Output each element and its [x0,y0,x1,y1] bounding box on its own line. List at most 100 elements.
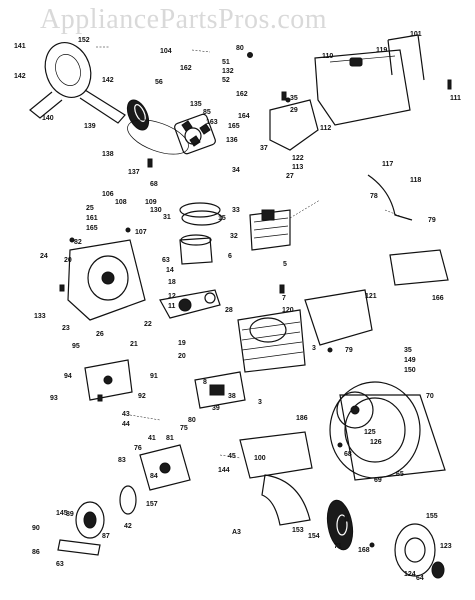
part-label: 7 [282,295,286,302]
part-label: 166 [432,295,444,302]
part-label: 122 [292,155,304,162]
part-label: 123 [440,543,452,550]
part-label: 118 [410,177,421,184]
part-label: 31 [163,214,171,221]
part-label: 51 [222,59,230,66]
crankcase [67,239,146,321]
engine-shroud [269,99,319,151]
part-label: 139 [84,123,96,130]
part-label: 12 [168,293,176,300]
part-label: 41 [148,435,156,442]
cover-plate [389,249,449,286]
part-label: 108 [115,199,127,206]
part-label: 5 [283,261,287,268]
part-label: 8 [203,379,207,386]
part-label: 35 [404,347,412,354]
part-label: 20 [64,257,72,264]
part-label: 71 [334,543,342,550]
part-label: 65 [396,471,404,478]
part-label: 145 [56,510,68,517]
part-label: 80 [188,417,196,424]
part-label: 126 [370,439,382,446]
muffler [84,359,133,401]
part-label: 83 [118,457,126,464]
part-label: 3 [258,399,262,406]
part-label: 80 [236,45,244,52]
part-label: 15 [218,215,226,222]
part-label: 84 [150,473,158,480]
part-label: 33 [232,207,240,214]
part-label: 124 [404,571,416,578]
part-label: 113 [292,164,303,171]
part-label: 37 [260,145,268,152]
part-label: 45 [228,453,236,460]
part-label: 133 [34,313,46,320]
part-label: 125 [364,429,376,436]
part-label: 92 [138,393,146,400]
part-label: 78 [370,193,378,200]
part-label: 75 [180,425,188,432]
part-label: 186 [296,415,308,422]
part-label: 21 [130,341,138,348]
fan-housing [329,381,446,481]
part-label: 91 [150,373,158,380]
part-label: 164 [238,113,250,120]
part-label: 82 [74,239,82,246]
part-label: 42 [124,523,132,530]
part-label: 162 [180,65,192,72]
part-label: 85 [203,109,211,116]
air-filter [57,485,137,556]
part-label: 29 [290,107,298,114]
recoil-starter [394,523,445,579]
part-label: 120 [282,307,294,314]
cylinder-head [249,209,291,251]
part-label: 130 [150,207,162,214]
part-label: 144 [218,467,230,474]
part-label: 89 [66,511,74,518]
part-label: 117 [382,161,393,168]
part-label: 135 [190,101,202,108]
part-label: 109 [145,199,157,206]
part-label: 76 [134,445,142,452]
part-label: 79 [345,347,353,354]
part-label: 150 [404,367,416,374]
part-label: 32 [230,233,238,240]
footer-code: A3 [232,529,241,536]
spring-ring [127,119,189,155]
part-label: 163 [206,119,218,126]
part-label: 162 [236,91,248,98]
gasket-plate [239,431,313,479]
part-label: 23 [62,325,70,332]
part-label: 90 [32,525,40,532]
intake-body [139,444,191,491]
part-label: 11 [168,303,176,310]
part-label: 155 [426,513,438,520]
part-label: 86 [32,549,40,556]
leader-lines [96,46,411,459]
part-label: 137 [128,169,140,176]
crankshaft [159,289,221,319]
part-label: 107 [135,229,147,236]
carburetor [194,371,246,409]
part-label: 154 [308,533,320,540]
part-label: 70 [426,393,434,400]
part-label: 142 [14,73,26,80]
part-label: 68 [150,181,158,188]
part-label: 63 [56,561,64,568]
part-label: 56 [155,79,163,86]
part-label: 153 [292,527,304,534]
part-label: 157 [146,501,158,508]
part-label: 25 [86,205,94,212]
fan-wheel [336,391,374,429]
cylinder-block [237,309,306,373]
part-label: 64 [416,575,424,582]
part-label: 87 [102,533,110,540]
part-label: 20 [178,353,186,360]
part-label: 63 [162,257,170,264]
part-label: 44 [122,421,130,428]
part-label: 18 [168,279,176,286]
part-label: 24 [40,253,48,260]
part-labels: 152 141 142 142 140 139 138 104 56 162 5… [14,31,461,582]
flywheel [126,99,150,131]
part-label: 19 [178,340,186,347]
